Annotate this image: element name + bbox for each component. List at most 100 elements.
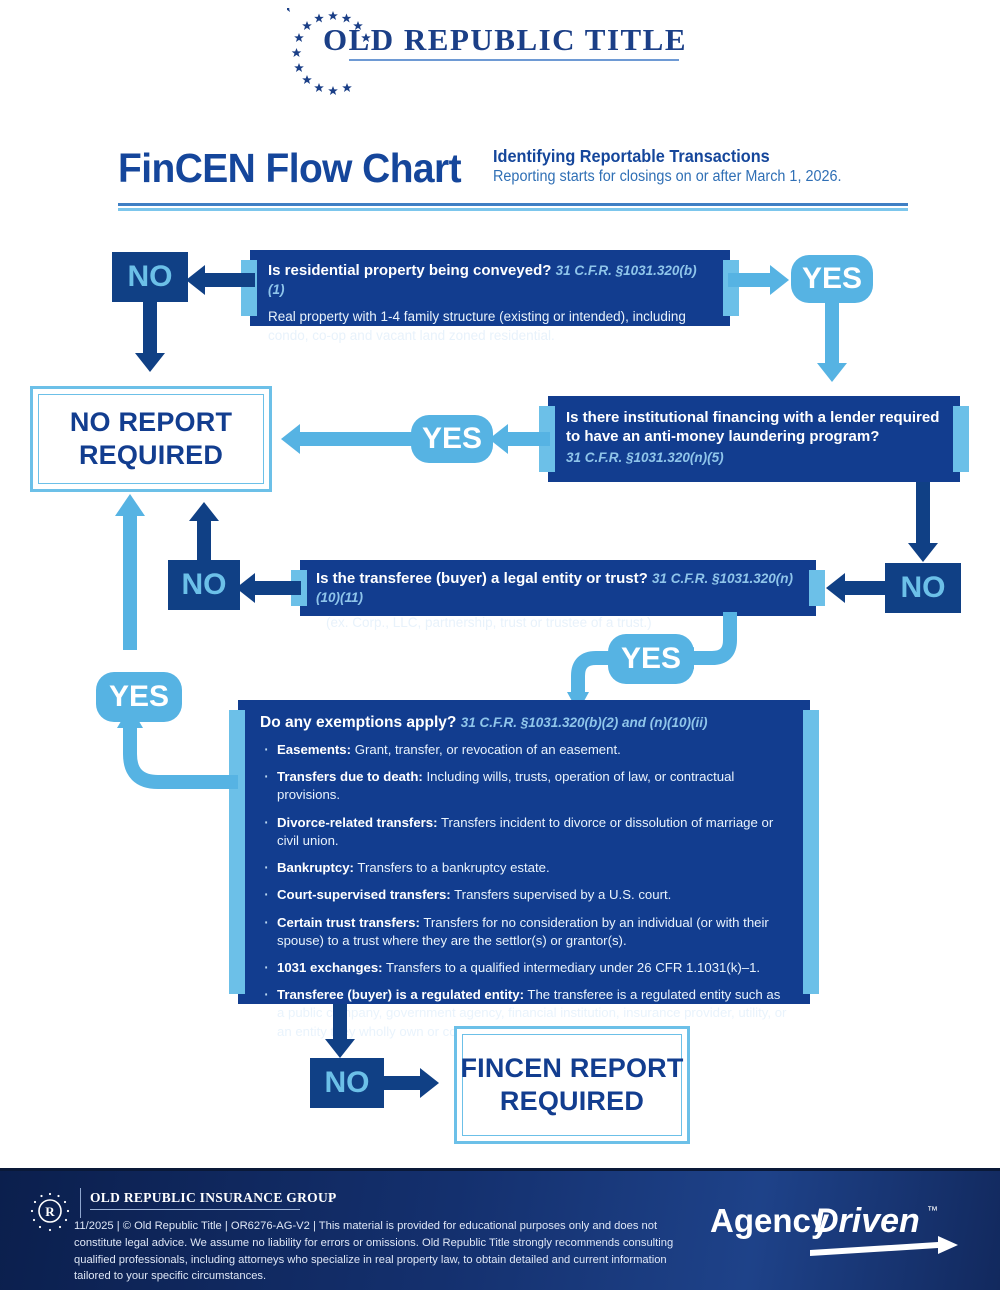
question-4-title: Do any exemptions apply? 31 C.F.R. §1031… <box>260 714 790 732</box>
old-republic-title-logo: OLD REPUBLIC TITLE <box>0 8 1000 95</box>
connector-q4-no-arrowhead <box>325 1039 355 1058</box>
connector-q2-yes-line-left <box>300 432 414 446</box>
outcome-fincen-line1: FINCEN REPORT <box>460 1053 684 1084</box>
exemption-item: Bankruptcy: Transfers to a bankruptcy es… <box>260 855 790 882</box>
connector-q3-no-line <box>255 581 301 595</box>
question-1-text: Is residential property being conveyed? <box>268 262 552 279</box>
agency-driven-agency: Agency <box>710 1202 830 1239</box>
connector-q1-yes-arrowhead <box>770 265 789 295</box>
question-2-box: Is there institutional financing with a … <box>539 396 969 482</box>
badge-no-q1: NO <box>112 252 188 302</box>
exemption-description: Grant, transfer, or revocation of an eas… <box>351 742 621 757</box>
box-tab-right <box>809 570 825 606</box>
exemption-item: Transfers due to death: Including wills,… <box>260 764 790 804</box>
badge-yes-q4: YES <box>96 672 182 722</box>
exemptions-list: Easements: Grant, transfer, or revocatio… <box>260 737 790 1041</box>
exemption-item: Easements: Grant, transfer, or revocatio… <box>260 737 790 764</box>
title-divider-dark <box>118 203 908 207</box>
question-2-title: Is there institutional financing with a … <box>566 409 942 447</box>
outcome-fincen-text: FINCEN REPORT REQUIRED <box>460 1052 683 1118</box>
title-divider-light <box>118 208 908 212</box>
exemption-term: Divorce-related transfers: <box>277 814 438 830</box>
question-4-citation: 31 C.F.R. §1031.320(b)(2) and (n)(10)(ii… <box>460 715 708 730</box>
question-2-line2: to have an anti-money laundering program… <box>566 427 880 445</box>
agency-driven-driven: Driven <box>814 1202 920 1240</box>
footer-divider <box>80 1188 81 1218</box>
connector-q2-yes-arrowhead-left <box>281 424 300 454</box>
connector-no-q2-left <box>845 581 889 595</box>
question-2-citation: 31 C.F.R. §1031.320(n)(5) <box>566 449 724 465</box>
exemption-description: Transfers to a bankruptcy estate. <box>353 860 550 876</box>
outcome-no-report-required: NO REPORT REQUIRED <box>30 386 272 492</box>
question-3-box: Is the transferee (buyer) a legal entity… <box>291 560 825 630</box>
connector-no-q1-arrowhead <box>135 353 165 372</box>
outcome-inner-border <box>38 394 264 484</box>
box-tab-left <box>241 260 257 316</box>
question-1-box: Is residential property being conveyed? … <box>241 250 739 343</box>
connector-q1-no-line <box>205 273 255 287</box>
badge-yes-q2: YES <box>411 415 493 463</box>
badge-no-q2: NO <box>885 563 961 613</box>
footer-top-rule <box>0 1168 1000 1171</box>
agency-driven-logo: Agency Driven ™ <box>710 1202 958 1256</box>
agency-driven-trademark: ™ <box>927 1205 938 1217</box>
outcome-no-report-line2: REQUIRED <box>78 440 224 470</box>
logo-underline <box>348 59 679 61</box>
effective-date-note: Reporting starts for closings on or afte… <box>493 167 842 185</box>
outcome-fincen-report-required: FINCEN REPORT REQUIRED <box>454 1026 690 1144</box>
question-4-text: Do any exemptions apply? <box>260 714 457 731</box>
box-tab-right <box>803 710 819 994</box>
exemption-term: Certain trust transfers: <box>277 914 420 930</box>
question-4-exemptions-box: Do any exemptions apply? 31 C.F.R. §1031… <box>229 700 819 1039</box>
question-1-title: Is residential property being conveyed? … <box>268 262 712 300</box>
logo-wordmark: OLD REPUBLIC TITLE <box>322 22 688 57</box>
page-subtitle: Identifying Reportable Transactions <box>493 146 770 166</box>
exemption-item: Divorce-related transfers: Transfers inc… <box>260 810 790 850</box>
star-circle-icon <box>286 8 371 95</box>
exemption-term: Easements: <box>277 742 352 757</box>
exemption-item: 1031 exchanges: Transfers to a qualified… <box>260 955 790 982</box>
question-2-line1: Is there institutional financing with a … <box>566 409 940 426</box>
badge-no-q4: NO <box>310 1058 384 1108</box>
connector-q2-no-arrowhead <box>908 543 938 562</box>
question-3-citation: 31 C.F.R. §1031.320(n)(10)(11) <box>316 571 794 605</box>
connector-q2-yes-arrowhead-right <box>489 424 508 454</box>
question-3-detail: (ex. Corp., LLC, partnership, trust or t… <box>326 614 652 630</box>
title-block: FinCEN Flow Chart Identifying Reportable… <box>118 145 908 212</box>
question-1-detail: Real property with 1-4 family structure … <box>268 308 686 344</box>
footer-company-underline <box>90 1209 300 1210</box>
question-3-title: Is the transferee (buyer) a legal entity… <box>316 570 800 608</box>
question-3-text: Is the transferee (buyer) a legal entity… <box>316 570 648 587</box>
exemption-description: Transfers incident to divorce or dissolu… <box>277 814 774 848</box>
connector-q4-yes-curve <box>115 494 238 789</box>
connector-q3-no-arrowhead <box>236 573 255 603</box>
footer-company-name: OLD REPUBLIC INSURANCE GROUP <box>90 1190 337 1205</box>
outcome-no-report-line1: NO REPORT <box>69 407 233 438</box>
box-tab-right <box>723 260 739 316</box>
connector-q1-yes-line <box>728 273 780 287</box>
question-1-citation: 31 C.F.R. §1031.320(b)(1) <box>268 263 697 297</box>
exemption-item: Transferee (buyer) is a regulated entity… <box>260 982 790 1041</box>
connector-yes-q1-arrowhead <box>817 363 847 382</box>
exemption-item: Court-supervised transfers: Transfers su… <box>260 882 790 909</box>
agency-driven-arrow-icon <box>810 1236 958 1256</box>
connector-q2-no-down <box>916 482 930 544</box>
connector-q2-yes-line-right <box>508 432 550 446</box>
exemption-term: Bankruptcy: <box>277 860 354 876</box>
footer-disclaimer: 11/2025 | © Old Republic Title | OR6276-… <box>74 1220 674 1283</box>
connector-no-q4-right <box>382 1076 422 1090</box>
badge-no-q3: NO <box>168 560 240 610</box>
connector-no-q3-up <box>197 521 211 561</box>
connector-no-q4-arrowhead-right <box>420 1068 439 1098</box>
outcome-no-report-text: NO REPORT REQUIRED <box>70 406 232 472</box>
page-title: FinCEN Flow Chart <box>118 145 462 192</box>
outcome-fincen-line2: REQUIRED <box>499 1086 645 1116</box>
connector-q1-no-arrowhead <box>186 265 205 295</box>
connector-q4-no-down <box>333 1004 347 1040</box>
badge-yes-q1: YES <box>791 255 873 303</box>
exemption-term: Transfers due to death: <box>277 769 423 785</box>
outcome-inner-border <box>462 1034 682 1136</box>
badge-yes-q3: YES <box>608 634 694 684</box>
old-republic-seal-icon: R <box>30 1192 70 1232</box>
